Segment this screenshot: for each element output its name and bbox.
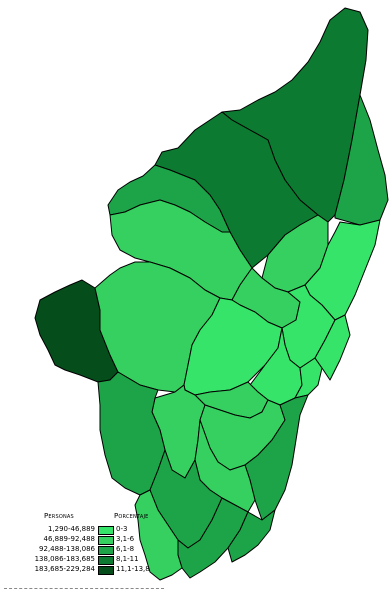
legend-range: 46,889-92,488 <box>43 535 95 543</box>
legend-row: 1,290-46,889 0-3 <box>0 525 170 535</box>
legend-persons-header: Personas <box>44 512 74 520</box>
legend-swatch <box>98 526 114 535</box>
legend-percent: 0-3 <box>116 525 128 533</box>
legend-range: 183,685-229,284 <box>34 565 95 573</box>
legend-range: 138,086-183,685 <box>34 555 95 563</box>
legend-swatch <box>98 546 114 555</box>
legend-swatch <box>98 556 114 565</box>
legend-divider <box>4 588 164 589</box>
legend-percent: 8,1-11 <box>116 555 139 563</box>
legend-swatch <box>98 536 114 545</box>
region-south-tip <box>134 489 183 581</box>
legend-row: 138,086-183,685 8,1-11 <box>0 555 170 565</box>
legend-percent-header: Porcentaje <box>114 512 149 520</box>
legend-row: 183,685-229,284 11,1-13,8 <box>0 565 170 575</box>
legend-range: 1,290-46,889 <box>47 525 95 533</box>
legend-swatch <box>98 566 114 575</box>
legend-range: 92,488-138,086 <box>39 545 95 553</box>
map-legend: Personas Porcentaje 1,290-46,889 0-3 46,… <box>0 512 170 592</box>
legend-percent: 6,1-8 <box>116 545 135 553</box>
region-east-lower <box>314 314 351 381</box>
legend-percent: 3,1-6 <box>116 535 135 543</box>
region-south-east-tip <box>227 509 276 563</box>
legend-row: 46,889-92,488 3,1-6 <box>0 535 170 545</box>
legend-row: 92,488-138,086 6,1-8 <box>0 545 170 555</box>
legend-percent: 11,1-13,8 <box>116 565 150 573</box>
